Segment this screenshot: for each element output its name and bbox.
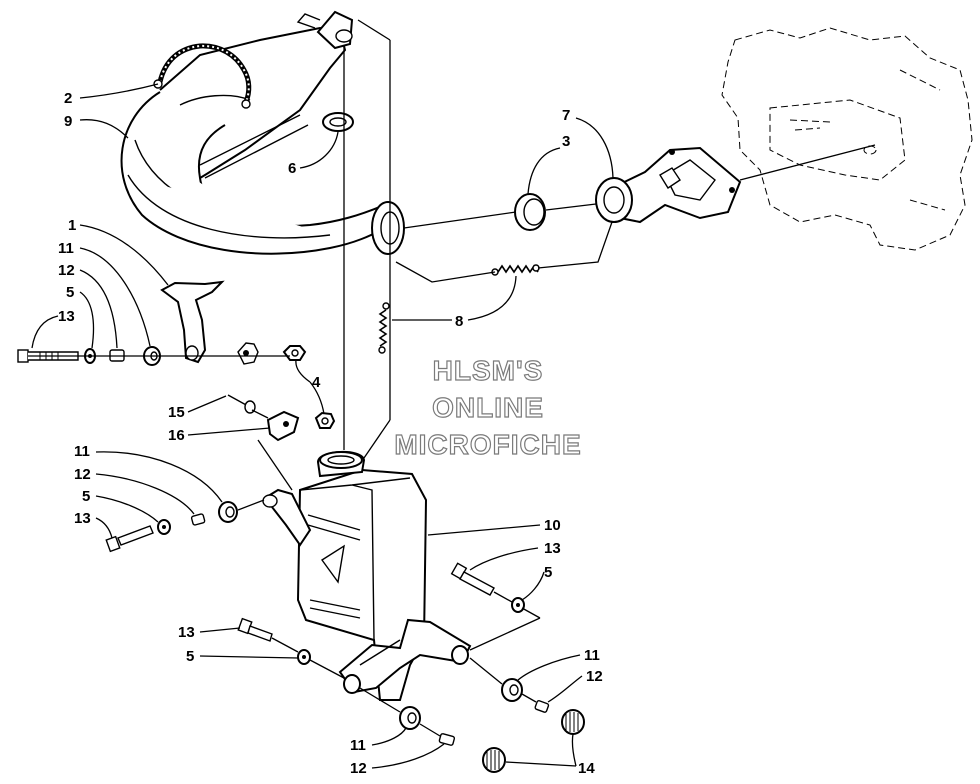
- expansion-pipe: [120, 10, 405, 255]
- callout-11-middle: 11: [74, 443, 90, 460]
- callout-1: 1: [68, 217, 76, 234]
- callout-9: 9: [64, 113, 72, 130]
- grommet: [322, 112, 354, 132]
- bushing-right: [501, 678, 523, 702]
- washer-right-upper: [511, 597, 525, 613]
- spring-horizontal: [491, 264, 540, 276]
- spring-vertical: [378, 302, 390, 354]
- callout-13-right: 13: [544, 540, 561, 557]
- callout-5-upper: 5: [66, 284, 74, 301]
- exhaust-manifold: [595, 144, 876, 224]
- bolt-left-lower: [105, 525, 154, 553]
- damper-upper: [561, 709, 585, 735]
- callout-4: 4: [312, 374, 321, 391]
- nut-lower: [314, 411, 336, 429]
- callout-13-middle: 13: [74, 510, 91, 527]
- callout-11-right: 11: [584, 647, 600, 664]
- mount-bracket: [160, 280, 225, 364]
- watermark-line-2: ONLINE: [432, 392, 544, 423]
- callout-12-upper: 12: [58, 262, 75, 279]
- callout-3: 3: [562, 133, 570, 150]
- muffler: [262, 450, 472, 701]
- callout-12-bottom: 12: [350, 760, 367, 777]
- callout-12-middle: 12: [74, 466, 91, 483]
- bolt-lower-center: [237, 617, 273, 642]
- bushing-left-lower: [218, 501, 238, 523]
- callout-14: 14: [578, 760, 595, 777]
- callout-13-upper: 13: [58, 308, 75, 325]
- callout-13-lower: 13: [178, 624, 195, 641]
- callout-6: 6: [288, 160, 296, 177]
- leader-lines: [31, 19, 614, 769]
- damper-lower: [482, 747, 506, 773]
- seal-ring: [514, 193, 546, 231]
- callout-15: 15: [168, 404, 185, 421]
- spacer-right: [534, 700, 550, 713]
- callout-12-right: 12: [586, 668, 603, 685]
- engine-outline: [721, 27, 973, 251]
- watermark: HLSM'S ONLINE MICROFICHE: [394, 354, 582, 460]
- callout-11-upper: 11: [58, 240, 74, 257]
- spring-hose: [153, 43, 252, 109]
- callout-10: 10: [544, 517, 561, 534]
- washer-lower-center: [297, 649, 311, 665]
- callout-7: 7: [562, 107, 570, 124]
- callout-5-right: 5: [544, 564, 552, 581]
- washer-left-lower: [157, 519, 171, 535]
- callout-11-bottom: 11: [350, 737, 366, 754]
- callout-16: 16: [168, 427, 185, 444]
- watermark-line-1: HLSM'S: [433, 355, 544, 386]
- spacer-left-lower: [190, 513, 206, 526]
- small-bracket: [266, 410, 300, 442]
- callout-8: 8: [455, 313, 463, 330]
- watermark-line-3: MICROFICHE: [394, 429, 581, 460]
- rivet: [227, 394, 269, 419]
- spacer-bottom: [438, 733, 456, 746]
- rubber-mount: [237, 342, 259, 365]
- callout-5-middle: 5: [82, 488, 90, 505]
- callout-2: 2: [64, 90, 72, 107]
- bolt-right-upper: [450, 562, 495, 596]
- callout-labels: 2 9 6 7 3 1 11 12 5 13 8 4 15 16 11 12 5…: [58, 90, 603, 777]
- callout-5-lower: 5: [186, 648, 194, 665]
- nut-upper: [282, 345, 307, 361]
- bushing-bottom: [399, 706, 421, 730]
